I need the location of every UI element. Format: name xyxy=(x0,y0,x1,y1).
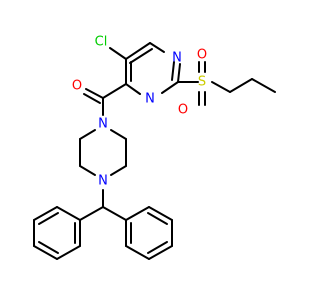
bond xyxy=(161,81,179,94)
bond xyxy=(229,78,253,93)
bonds xyxy=(33,42,276,260)
atom-o-sulfonyl-top: O xyxy=(197,48,207,63)
bond xyxy=(33,245,58,260)
atom-n-pyrimidine-bottom: N xyxy=(145,92,155,107)
bond xyxy=(129,48,153,64)
atom-cl: Cl xyxy=(95,35,108,50)
bond xyxy=(110,129,127,140)
atom-o-sulfonyl-bottom: O xyxy=(178,103,188,118)
bond xyxy=(79,206,104,221)
atom-n-piperazine-bottom: N xyxy=(98,174,108,189)
bond xyxy=(125,206,150,221)
bond xyxy=(177,63,181,83)
bond xyxy=(149,42,165,53)
molecule-structure: Cl N N S O O O N N xyxy=(33,35,276,260)
atom-o-carbonyl: O xyxy=(72,79,82,94)
bond xyxy=(147,212,168,225)
bond xyxy=(33,206,58,221)
bond xyxy=(125,42,151,60)
bond xyxy=(38,241,59,254)
atom-n-piperazine-top: N xyxy=(98,117,108,132)
bond xyxy=(125,83,141,95)
bond xyxy=(102,83,127,99)
bond xyxy=(147,241,168,254)
bond xyxy=(109,47,127,60)
bond xyxy=(110,165,127,176)
bond xyxy=(85,88,104,99)
atom-n-pyrimidine-top: N xyxy=(172,51,182,66)
bond xyxy=(148,206,173,221)
bond xyxy=(125,245,150,260)
bond xyxy=(251,78,276,93)
bond xyxy=(211,81,231,93)
bond xyxy=(38,212,59,225)
bond xyxy=(56,245,81,260)
bond xyxy=(148,245,173,260)
molecule-canvas: Cl N N S O O O N N xyxy=(33,35,276,260)
bond xyxy=(83,93,101,104)
bond xyxy=(171,61,175,81)
bond xyxy=(102,206,127,221)
atom-s: S xyxy=(198,75,206,90)
bond xyxy=(79,165,96,176)
bond xyxy=(79,129,96,140)
bond xyxy=(56,206,81,221)
